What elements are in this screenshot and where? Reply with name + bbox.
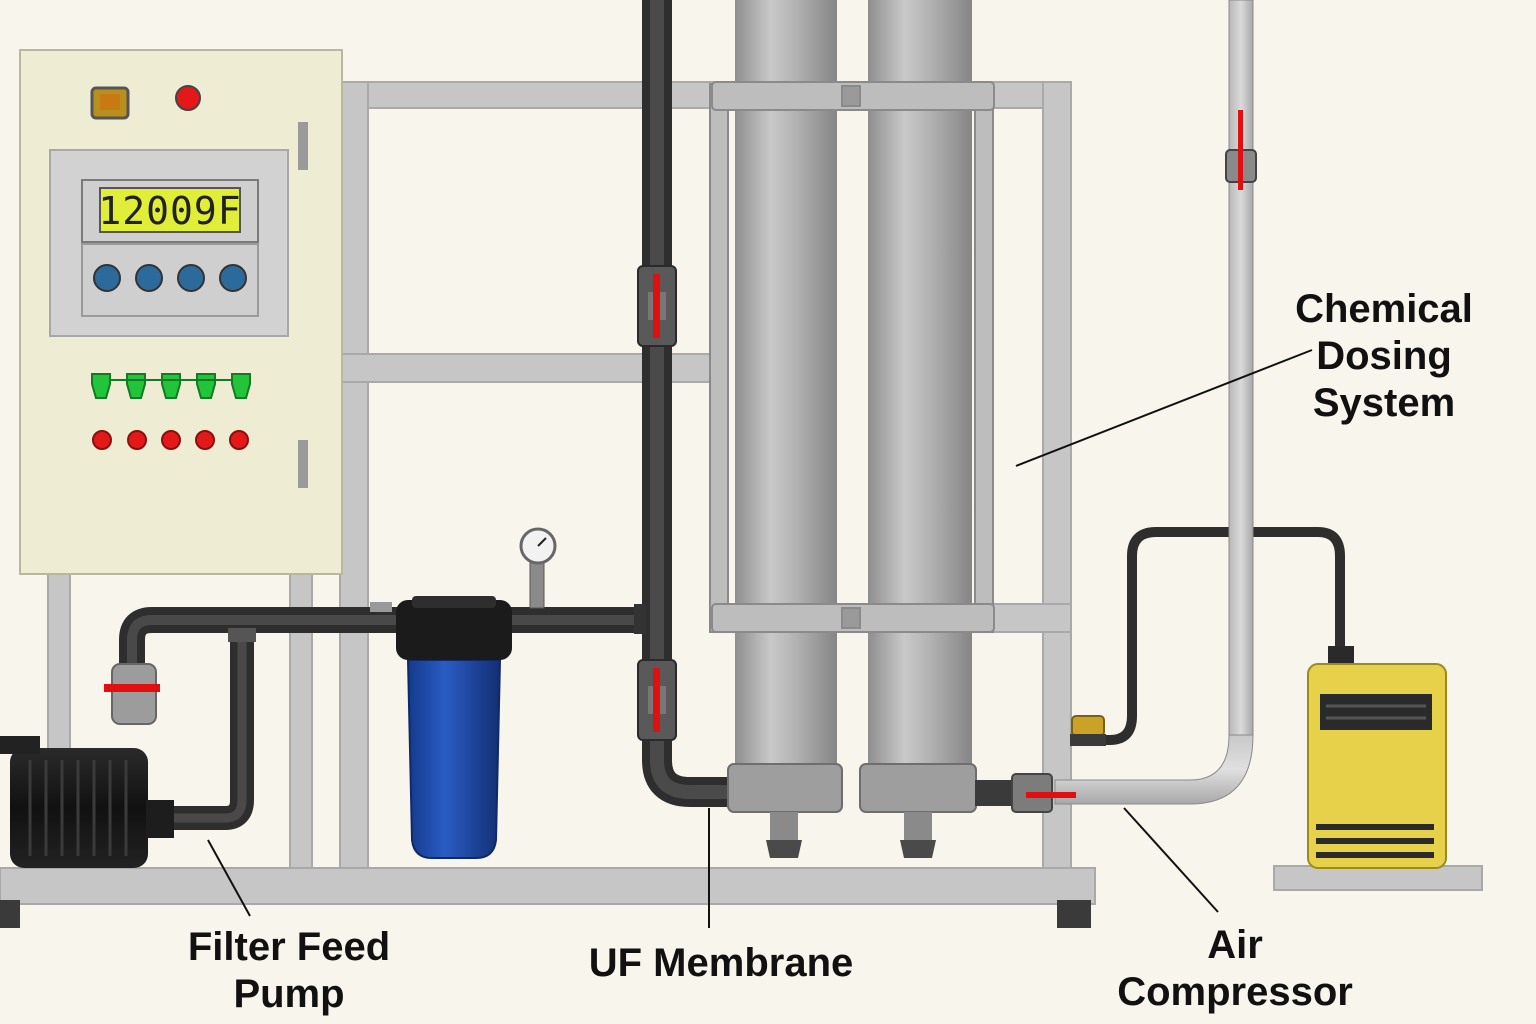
valve-lower xyxy=(637,659,677,741)
label-uf-membrane: UF Membrane xyxy=(580,940,862,987)
dosing-pipe-elbow xyxy=(1054,734,1254,805)
panel-hinge-top xyxy=(298,122,308,170)
pump-discharge-pipe-highlight xyxy=(170,640,247,823)
frame-foot-right xyxy=(1057,900,1091,928)
air-compressor xyxy=(1307,646,1447,869)
membrane-right-body xyxy=(868,0,972,770)
feed-pipe-vertical-highlight xyxy=(650,0,730,799)
power-indicator-light xyxy=(175,85,201,111)
green-indicator-3 xyxy=(161,373,181,399)
membrane-left-drain xyxy=(766,840,802,858)
red-indicator-1 xyxy=(92,430,112,450)
green-indicator-2 xyxy=(126,373,146,399)
membrane-right-endcap xyxy=(859,763,977,813)
membrane-left-body xyxy=(735,0,837,770)
pump-discharge-pipe xyxy=(170,640,254,830)
header-pipe xyxy=(119,607,640,690)
emergency-switch-face xyxy=(100,94,120,110)
pipe-cap xyxy=(634,604,646,634)
label-uf-membrane-text: UF Membrane xyxy=(588,941,854,985)
leader-chemical-dosing xyxy=(1015,349,1313,467)
controller-button-3 xyxy=(177,264,205,292)
leader-lines xyxy=(207,349,1313,928)
compressor-bottom-vents xyxy=(1316,824,1434,858)
dosing-valve-handle xyxy=(1238,110,1243,190)
pump-top-cap xyxy=(0,736,40,754)
label-air-compressor: Air Compressor xyxy=(1104,922,1366,1016)
controller-button-2 xyxy=(135,264,163,292)
pressure-gauge xyxy=(519,527,557,609)
compressor-base xyxy=(1273,865,1483,891)
bracket-post-left xyxy=(709,83,729,633)
compressor-top-grille xyxy=(1320,694,1432,730)
label-chemical-dosing-line-1: Chemical xyxy=(1295,287,1473,331)
green-indicator-1 xyxy=(91,373,111,399)
lcd-reading: 12009F xyxy=(98,189,241,233)
red-indicator-3 xyxy=(161,430,181,450)
frame-post-left xyxy=(339,81,369,895)
dosing-piping xyxy=(975,0,1257,813)
valve-pump-inlet xyxy=(104,663,160,725)
control-panel: 12009F xyxy=(19,49,343,575)
header-pipe-highlight xyxy=(127,615,640,690)
pump-outlet-flange xyxy=(146,800,174,838)
label-filter-feed-pump: Filter Feed Pump xyxy=(178,924,400,1018)
red-indicator-row xyxy=(92,430,249,450)
tee-fitting xyxy=(228,628,256,642)
feed-pump xyxy=(0,736,174,868)
membrane-brackets xyxy=(709,81,995,633)
valve-pump-inlet-handle xyxy=(104,684,160,692)
compressor-outlet xyxy=(1328,646,1354,666)
label-air-compressor-line-2: Compressor xyxy=(1117,970,1353,1014)
label-air-compressor-line-1: Air xyxy=(1207,923,1263,967)
leader-air-compressor xyxy=(1123,807,1219,913)
uf-membrane-left xyxy=(727,0,843,858)
filter-bowl xyxy=(406,659,502,859)
gauge-needle xyxy=(537,537,547,547)
red-indicator-4 xyxy=(195,430,215,450)
coupling-stub xyxy=(370,602,392,612)
frame-foot-left xyxy=(0,900,20,928)
lcd-screen xyxy=(99,187,241,233)
uf-membrane-right xyxy=(859,0,977,858)
valve-upper xyxy=(637,265,677,347)
membrane-right-drain xyxy=(900,840,936,858)
valve-lower-handle xyxy=(653,668,660,732)
filter-head xyxy=(396,600,512,660)
label-chemical-dosing-system: Chemical Dosing System xyxy=(1278,286,1490,427)
controller-button-1 xyxy=(93,264,121,292)
membrane-outlet-nipple xyxy=(975,780,1015,806)
outlet-valve-handle xyxy=(1026,792,1076,798)
label-filter-feed-pump-line-1: Filter Feed xyxy=(187,925,391,969)
red-indicator-5 xyxy=(229,430,249,450)
green-indicator-5 xyxy=(231,373,251,399)
bracket-post-right xyxy=(974,83,994,633)
membrane-left-endcap xyxy=(727,763,843,813)
feed-piping xyxy=(119,0,1345,830)
label-chemical-dosing-line-3: System xyxy=(1312,381,1456,425)
label-filter-feed-pump-line-2: Pump xyxy=(233,972,345,1016)
panel-hinge-bottom xyxy=(298,440,308,488)
red-indicator-2 xyxy=(127,430,147,450)
air-line xyxy=(1080,527,1345,745)
leader-filter-feed-pump xyxy=(207,839,251,917)
cartridge-filter xyxy=(396,596,512,859)
frame-post-right xyxy=(1042,81,1072,895)
frame-base xyxy=(0,867,1096,905)
controller-button-4 xyxy=(219,264,247,292)
green-indicator-4 xyxy=(196,373,216,399)
label-chemical-dosing-line-2: Dosing xyxy=(1316,334,1452,378)
valve-upper-handle xyxy=(653,274,660,338)
air-inlet-fitting xyxy=(1070,715,1106,746)
